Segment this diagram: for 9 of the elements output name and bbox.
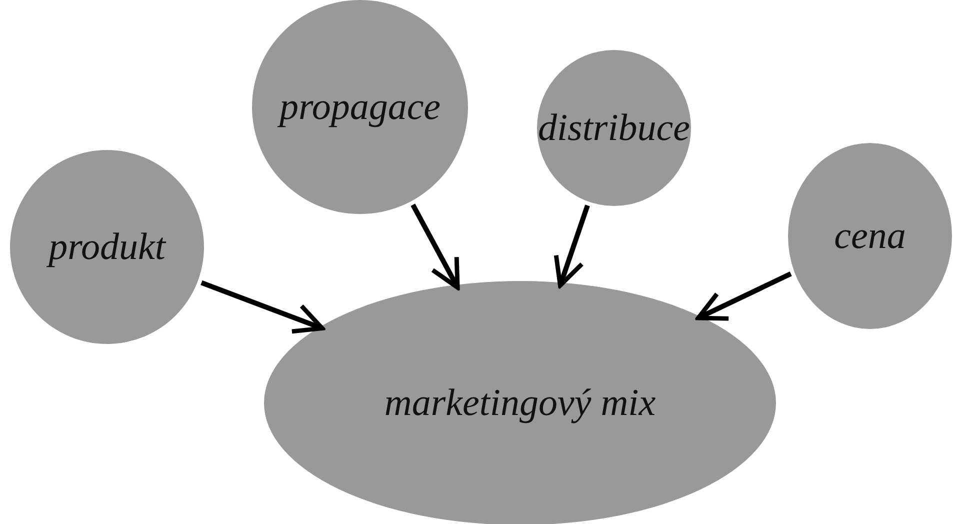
node-label: cena	[834, 214, 906, 258]
arrow	[696, 272, 792, 321]
arrow	[554, 204, 590, 288]
arrow	[200, 280, 324, 334]
arrow	[410, 204, 460, 290]
node-label: produkt	[48, 225, 166, 269]
node-label: marketingový mix	[384, 381, 656, 425]
node-label: distribuce	[538, 106, 690, 150]
node-label: propagace	[279, 85, 441, 129]
